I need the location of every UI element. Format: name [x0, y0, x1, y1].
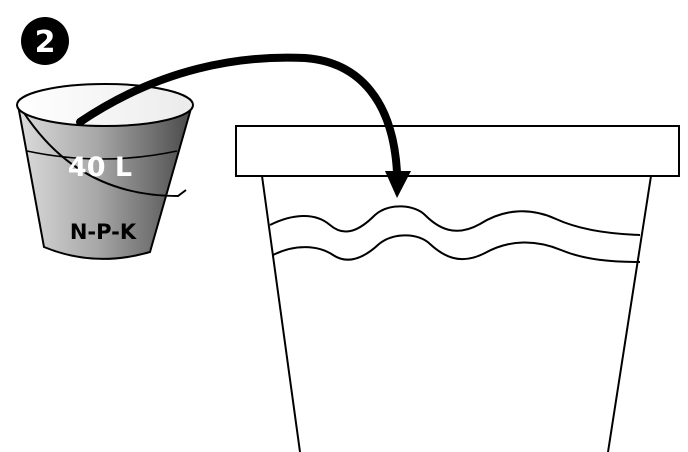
pour-arrow-head	[385, 171, 411, 198]
bucket-icon: 40 L N-P-K	[16, 83, 194, 260]
pour-arrow	[76, 53, 411, 198]
liquid-surface-bottom	[272, 234, 641, 263]
pour-arrow-shaft	[76, 53, 401, 176]
liquid-surface-top	[269, 205, 641, 236]
bucket-handle	[21, 109, 187, 198]
step-number: 2	[35, 25, 56, 60]
step-badge-circle	[21, 17, 69, 65]
tank-wall-right	[607, 175, 652, 452]
step-badge: 2	[21, 17, 69, 65]
bucket-volume-label: 40 L	[68, 152, 132, 183]
bucket-fertilizer-label: N-P-K	[70, 220, 137, 244]
tank-rim	[235, 125, 680, 177]
tank	[235, 125, 680, 452]
tank-wall-left	[261, 175, 301, 452]
bucket-band	[26, 150, 178, 160]
